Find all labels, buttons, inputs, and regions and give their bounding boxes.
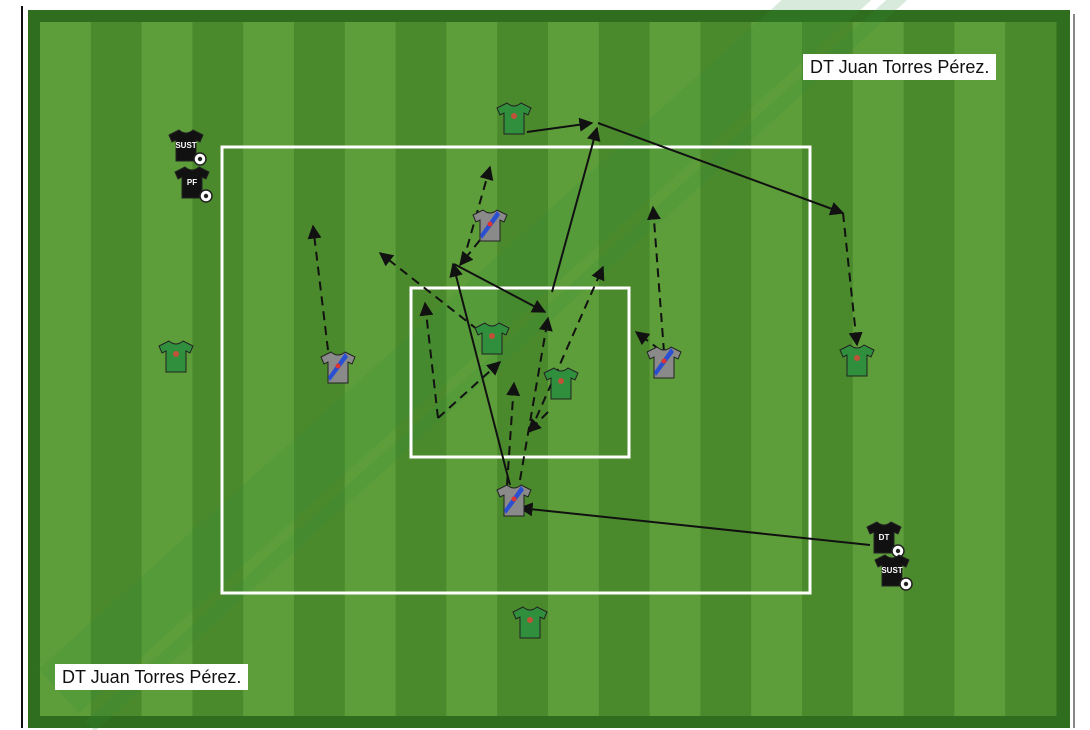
jersey-label: DT — [879, 533, 890, 542]
crest-icon — [336, 364, 341, 369]
grass-stripe — [243, 22, 294, 716]
coach-caption-top: DT Juan Torres Pérez. — [803, 54, 996, 80]
grass-stripe — [904, 22, 955, 716]
crest-icon — [511, 113, 517, 119]
ball-patch — [198, 157, 202, 161]
grass-stripe — [1005, 22, 1056, 716]
crest-icon — [488, 222, 493, 227]
crest-icon — [854, 355, 860, 361]
coach-caption-bottom: DT Juan Torres Pérez. — [55, 664, 248, 690]
crest-icon — [558, 378, 564, 384]
crest-icon — [527, 617, 533, 623]
grass-stripes — [40, 22, 1057, 716]
crest-icon — [173, 351, 179, 357]
jersey-label: PF — [187, 178, 197, 187]
jersey-label: SUST — [881, 566, 902, 575]
ball-patch — [904, 582, 908, 586]
crest-icon — [662, 359, 667, 364]
ball-patch — [204, 194, 208, 198]
grass-stripe — [40, 22, 91, 716]
ball-patch — [896, 549, 900, 553]
crest-icon — [489, 333, 495, 339]
crest-icon — [512, 497, 517, 502]
jersey-label: SUST — [175, 141, 196, 150]
grass-stripe — [954, 22, 1005, 716]
